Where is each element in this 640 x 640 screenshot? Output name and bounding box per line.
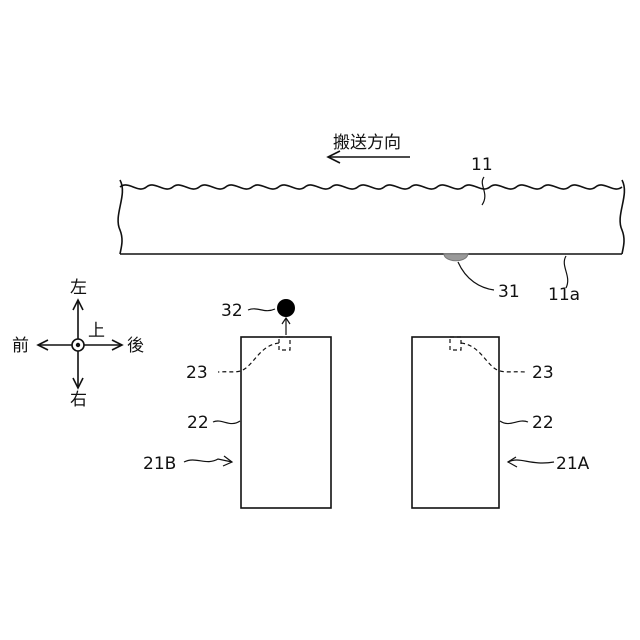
label-11a: 11a bbox=[548, 285, 580, 305]
leader-31 bbox=[458, 262, 494, 290]
leader-11 bbox=[482, 177, 485, 205]
conveyance-direction: 搬送方向 bbox=[328, 133, 410, 163]
label-21b: 21B bbox=[143, 454, 176, 474]
unit-21a-sensor-23 bbox=[450, 337, 461, 350]
leader-22-left bbox=[213, 421, 240, 424]
leader-23-left bbox=[218, 343, 279, 372]
label-31: 31 bbox=[498, 282, 520, 302]
label-32: 32 bbox=[221, 301, 243, 321]
direction-label: 搬送方向 bbox=[333, 133, 401, 153]
gray-mark-31 bbox=[444, 254, 468, 261]
compass-label-front: 前 bbox=[12, 336, 29, 356]
mark-31: 31 bbox=[444, 254, 520, 302]
unit-21a-body-22 bbox=[412, 337, 499, 508]
label-23-left: 23 bbox=[186, 363, 208, 383]
label-22-right: 22 bbox=[532, 413, 554, 433]
out-of-page-dot-icon bbox=[76, 343, 80, 347]
sheet-wavy-top-edge bbox=[120, 185, 622, 189]
label-23-right: 23 bbox=[532, 363, 554, 383]
leader-21a bbox=[508, 460, 554, 463]
compass-label-up: 上 bbox=[88, 321, 105, 341]
label-21a: 21A bbox=[556, 454, 590, 474]
sheet-right-break bbox=[620, 180, 624, 254]
edge-11a-callout: 11a bbox=[548, 256, 580, 305]
leader-11a bbox=[564, 256, 567, 288]
compass-label-left: 左 bbox=[70, 278, 87, 298]
leader-23-right bbox=[461, 343, 526, 372]
compass-label-rear: 後 bbox=[127, 336, 144, 356]
leader-22-right bbox=[500, 421, 528, 424]
leader-21b bbox=[184, 459, 232, 462]
unit-21b-body-22 bbox=[241, 337, 331, 508]
compass-label-right: 右 bbox=[70, 390, 87, 410]
object-32 bbox=[277, 299, 295, 317]
leader-32 bbox=[248, 309, 275, 311]
label-22-left: 22 bbox=[187, 413, 209, 433]
unit-21b-sensor-23 bbox=[279, 337, 290, 350]
unit-21a: 23 22 21A bbox=[412, 337, 590, 508]
sheet-11: 11 bbox=[118, 155, 624, 254]
unit-21b: 23 22 21B 32 bbox=[143, 299, 331, 508]
sheet-left-break bbox=[118, 180, 122, 254]
compass: 左 右 前 後 上 bbox=[12, 278, 144, 410]
label-11: 11 bbox=[471, 155, 493, 175]
